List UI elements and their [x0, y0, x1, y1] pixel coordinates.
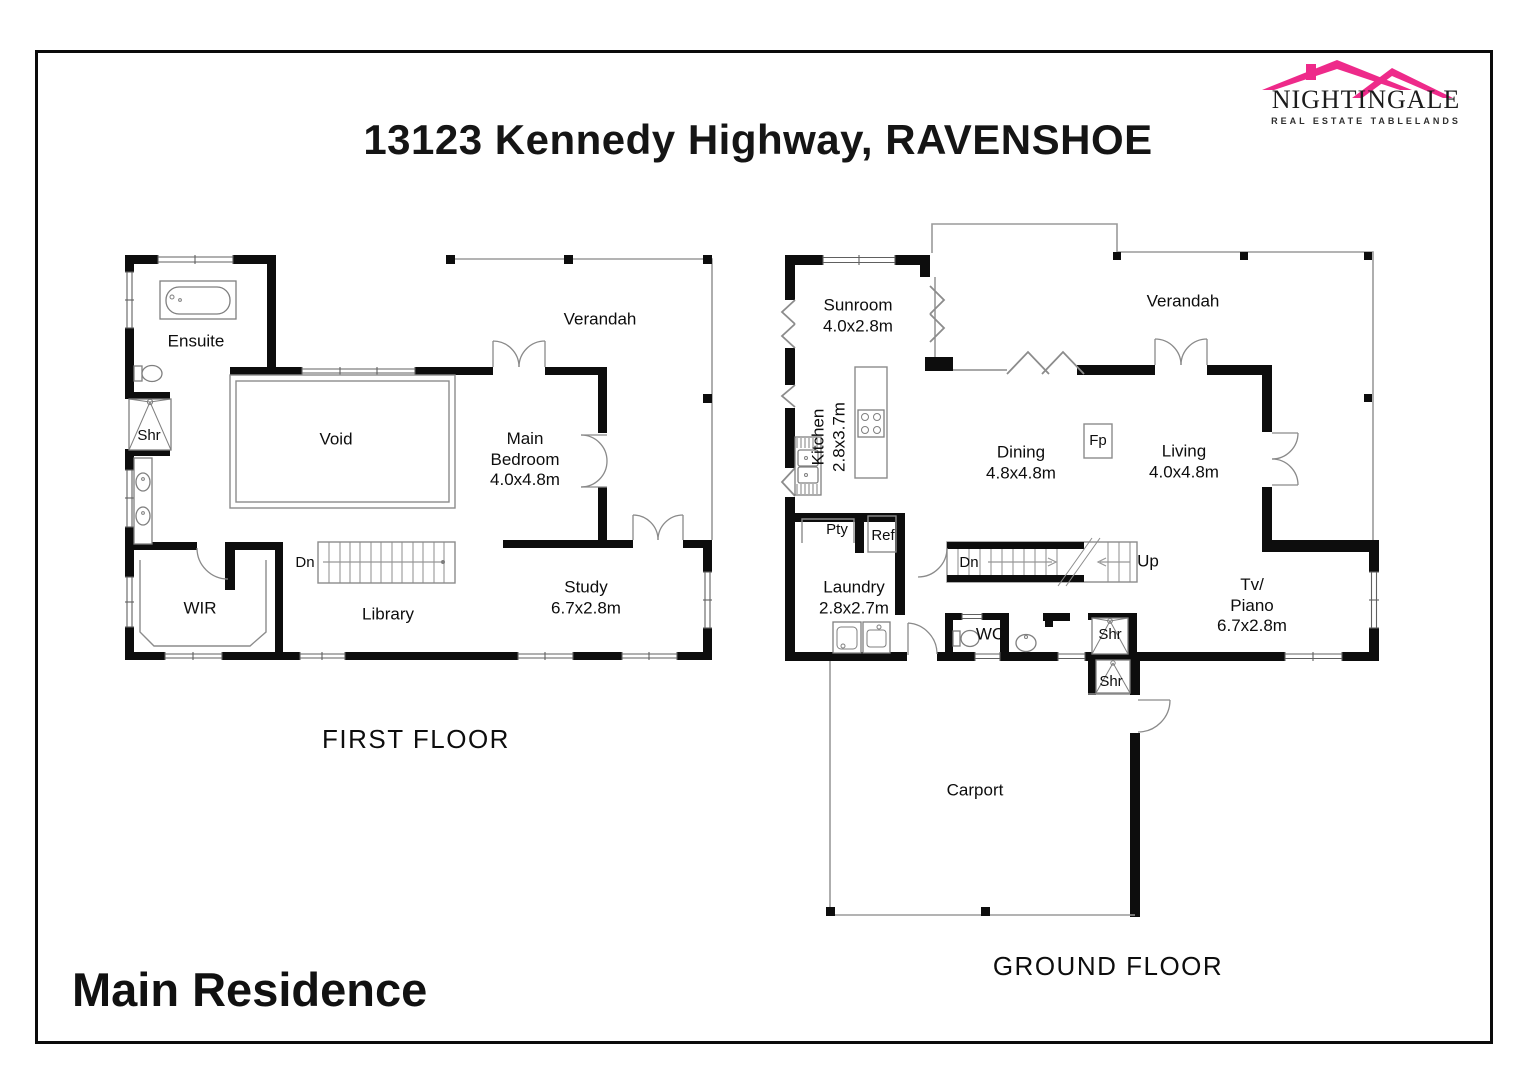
- logo-roof-icon: [1262, 60, 1453, 98]
- room-label-wc: WC: [975, 624, 1005, 644]
- wardrobe-icon: [139, 560, 267, 647]
- louvre-windows: [780, 285, 1085, 497]
- caption-first-floor: FIRST FLOOR: [322, 724, 510, 755]
- room-label-sunroom: Sunroom 4.0x2.8m: [823, 295, 893, 335]
- room-label-wir: WIR: [183, 598, 217, 618]
- room-label-dining: Dining 4.8x4.8m: [986, 442, 1056, 482]
- walls-ff: [125, 255, 712, 660]
- toilet-icon: [133, 364, 163, 383]
- bathtub-icon: [159, 280, 237, 320]
- logo-tagline: REAL ESTATE TABLELANDS: [1271, 116, 1461, 126]
- caption-ground-floor: GROUND FLOOR: [992, 951, 1224, 982]
- room-label-shower-gf1: Shr: [1098, 625, 1122, 643]
- kitchen-island-icon: [854, 366, 888, 479]
- verandah-outline-gf: [931, 223, 1374, 540]
- void-outline: [229, 374, 456, 509]
- doors-ff: [196, 340, 684, 580]
- shower-icon-gf2: [1088, 659, 1131, 695]
- stairs-label-dn-gf: Dn: [959, 553, 979, 571]
- room-label-fridge: Ref: [871, 526, 895, 544]
- logo-wordmark: NIGHTINGALE: [1271, 85, 1461, 114]
- kitchen-sink-icon: [794, 436, 822, 496]
- room-label-verandah-gf: Verandah: [1146, 291, 1220, 311]
- room-label-study: Study 6.7x2.8m: [551, 577, 621, 617]
- stairs-ff: [317, 541, 456, 584]
- room-label-carport: Carport: [946, 780, 1004, 800]
- room-label-laundry: Laundry 2.8x2.7m: [819, 577, 889, 617]
- room-label-shower-ff: Shr: [137, 426, 161, 444]
- stairs-label-up-gf: Up: [1137, 551, 1159, 571]
- carport-outline: [826, 661, 1135, 916]
- room-label-ensuite: Ensuite: [167, 331, 225, 351]
- room-label-shower-gf2: Shr: [1099, 672, 1123, 690]
- pantry-shelf-icon: [801, 518, 855, 543]
- first-floor-plan: [125, 255, 713, 660]
- ground-floor-plan: [780, 223, 1379, 917]
- room-label-pantry: Pty: [826, 520, 848, 538]
- walls-gf: [785, 255, 1379, 917]
- shower-icon-ff: [128, 398, 172, 451]
- laundry-appliances-icon: [832, 621, 891, 654]
- room-label-library: Library: [362, 604, 414, 624]
- room-label-main-bedroom: Main Bedroom 4.0x4.8m: [490, 428, 560, 490]
- stairs-gf: [917, 537, 1138, 587]
- room-label-fireplace: Fp: [1089, 431, 1107, 449]
- room-label-living: Living 4.0x4.8m: [1149, 441, 1219, 481]
- room-label-tv-piano: Tv/ Piano 6.7x2.8m: [1217, 574, 1287, 636]
- shower-icon-gf1: [1091, 617, 1129, 655]
- windows-ff: [125, 255, 712, 660]
- stairs-label-dn-ff: Dn: [295, 553, 315, 571]
- vanity-sinks-icon: [133, 457, 153, 545]
- windows-gf: [822, 255, 1379, 661]
- basin-icon: [1015, 633, 1037, 653]
- fridge-icon: [867, 515, 897, 553]
- doors-gf: [907, 338, 1299, 733]
- toilet-icon-gf: [952, 629, 980, 648]
- room-label-void: Void: [319, 429, 353, 449]
- fireplace-icon: [1083, 423, 1113, 459]
- room-label-kitchen: Kitchen 2.8x3.7m: [808, 402, 848, 472]
- residence-title: Main Residence: [72, 963, 428, 1016]
- verandah-outline-ff: [446, 255, 713, 540]
- page-title: 13123 Kennedy Highway, RAVENSHOE: [363, 116, 1153, 163]
- room-label-verandah-ff: Verandah: [563, 309, 637, 329]
